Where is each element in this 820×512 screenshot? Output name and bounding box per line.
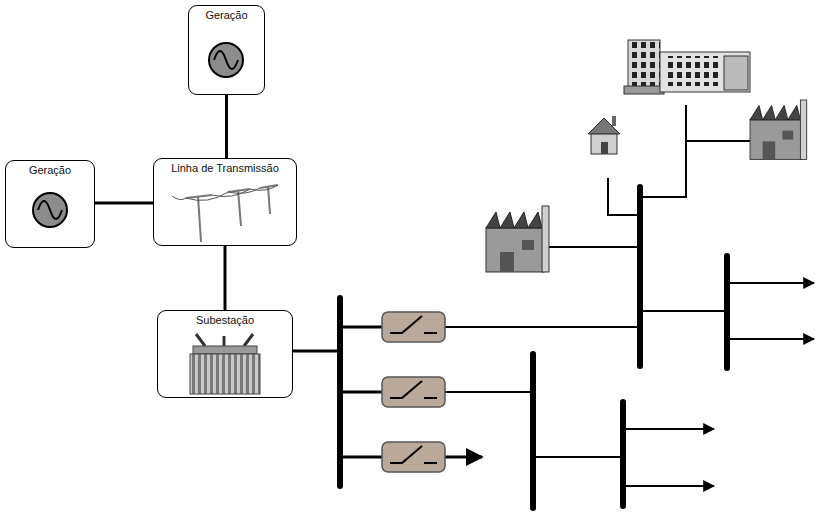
transformer-symbol — [190, 334, 260, 394]
distribution-network — [445, 456, 482, 459]
distribution-network — [530, 354, 536, 508]
circuit-breaker — [382, 442, 445, 472]
transmission-towers — [198, 196, 201, 242]
distribution-network — [340, 456, 383, 459]
distribution-network — [623, 485, 714, 487]
distribution-network — [727, 338, 814, 340]
circuit-breaker — [382, 312, 445, 342]
distribution-network — [340, 391, 383, 394]
distribution-network — [340, 326, 383, 329]
power-line — [225, 95, 228, 158]
building-icon — [724, 56, 748, 90]
power-line — [224, 246, 227, 310]
transformer-symbol — [223, 336, 226, 346]
distribution-network — [727, 282, 814, 284]
transformer-symbol — [196, 334, 205, 346]
distribution-network — [640, 105, 686, 197]
building-icon — [624, 40, 750, 94]
circuit-breaker — [382, 377, 445, 407]
factory-icon — [486, 206, 549, 272]
building-icon — [660, 52, 750, 92]
circuit-breaker — [390, 316, 437, 333]
circuit-breaker — [382, 442, 445, 472]
distribution-network — [623, 428, 714, 430]
circuit-breaker — [390, 381, 437, 398]
transmission-towers — [186, 195, 212, 198]
distribution-network — [293, 105, 814, 508]
generator-symbol — [209, 43, 243, 77]
factory-icon — [750, 100, 807, 159]
generator-symbol — [33, 193, 67, 227]
generator-symbol — [33, 193, 67, 227]
transformer-symbol — [190, 354, 260, 394]
circuit-breaker — [382, 377, 445, 407]
house-icon — [588, 116, 620, 154]
building-icon — [664, 56, 722, 86]
distribution-network — [620, 402, 626, 506]
distribution-network — [640, 310, 727, 312]
distribution-network — [724, 256, 730, 368]
building-icon — [628, 40, 660, 90]
house-icon — [601, 142, 608, 154]
transmission-towers — [172, 185, 278, 242]
node-box: Subestação — [157, 310, 293, 398]
generator-symbol — [214, 51, 238, 69]
node-box: Linha de Transmissão — [153, 158, 297, 246]
transformer-symbol — [193, 346, 257, 354]
circuit-breaker — [390, 446, 437, 463]
node-title: Subestação — [158, 314, 292, 327]
generator-symbol — [209, 43, 243, 77]
transmission-towers — [172, 185, 278, 200]
house-icon — [591, 134, 617, 154]
distribution-network — [445, 326, 640, 328]
transmission-towers — [268, 186, 270, 214]
node-title: Geração — [189, 9, 264, 22]
node-box: Geração — [5, 160, 95, 248]
building-icon — [628, 40, 660, 90]
distribution-network — [548, 246, 640, 248]
distribution-network — [686, 140, 752, 142]
distribution-network — [608, 178, 640, 215]
power-line — [95, 202, 153, 205]
distribution-network — [445, 391, 533, 393]
circuit-breaker — [382, 312, 445, 342]
distribution-network — [533, 456, 623, 458]
node-title: Linha de Transmissão — [154, 162, 296, 175]
generator-symbol — [38, 201, 62, 219]
distribution-network — [293, 350, 340, 353]
transmission-towers — [238, 190, 241, 226]
house-icon — [612, 116, 616, 126]
building-icon — [624, 86, 664, 94]
transformer-symbol — [244, 334, 253, 346]
node-box: Geração — [188, 5, 265, 95]
distribution-network — [637, 187, 643, 366]
node-title: Geração — [6, 164, 94, 177]
